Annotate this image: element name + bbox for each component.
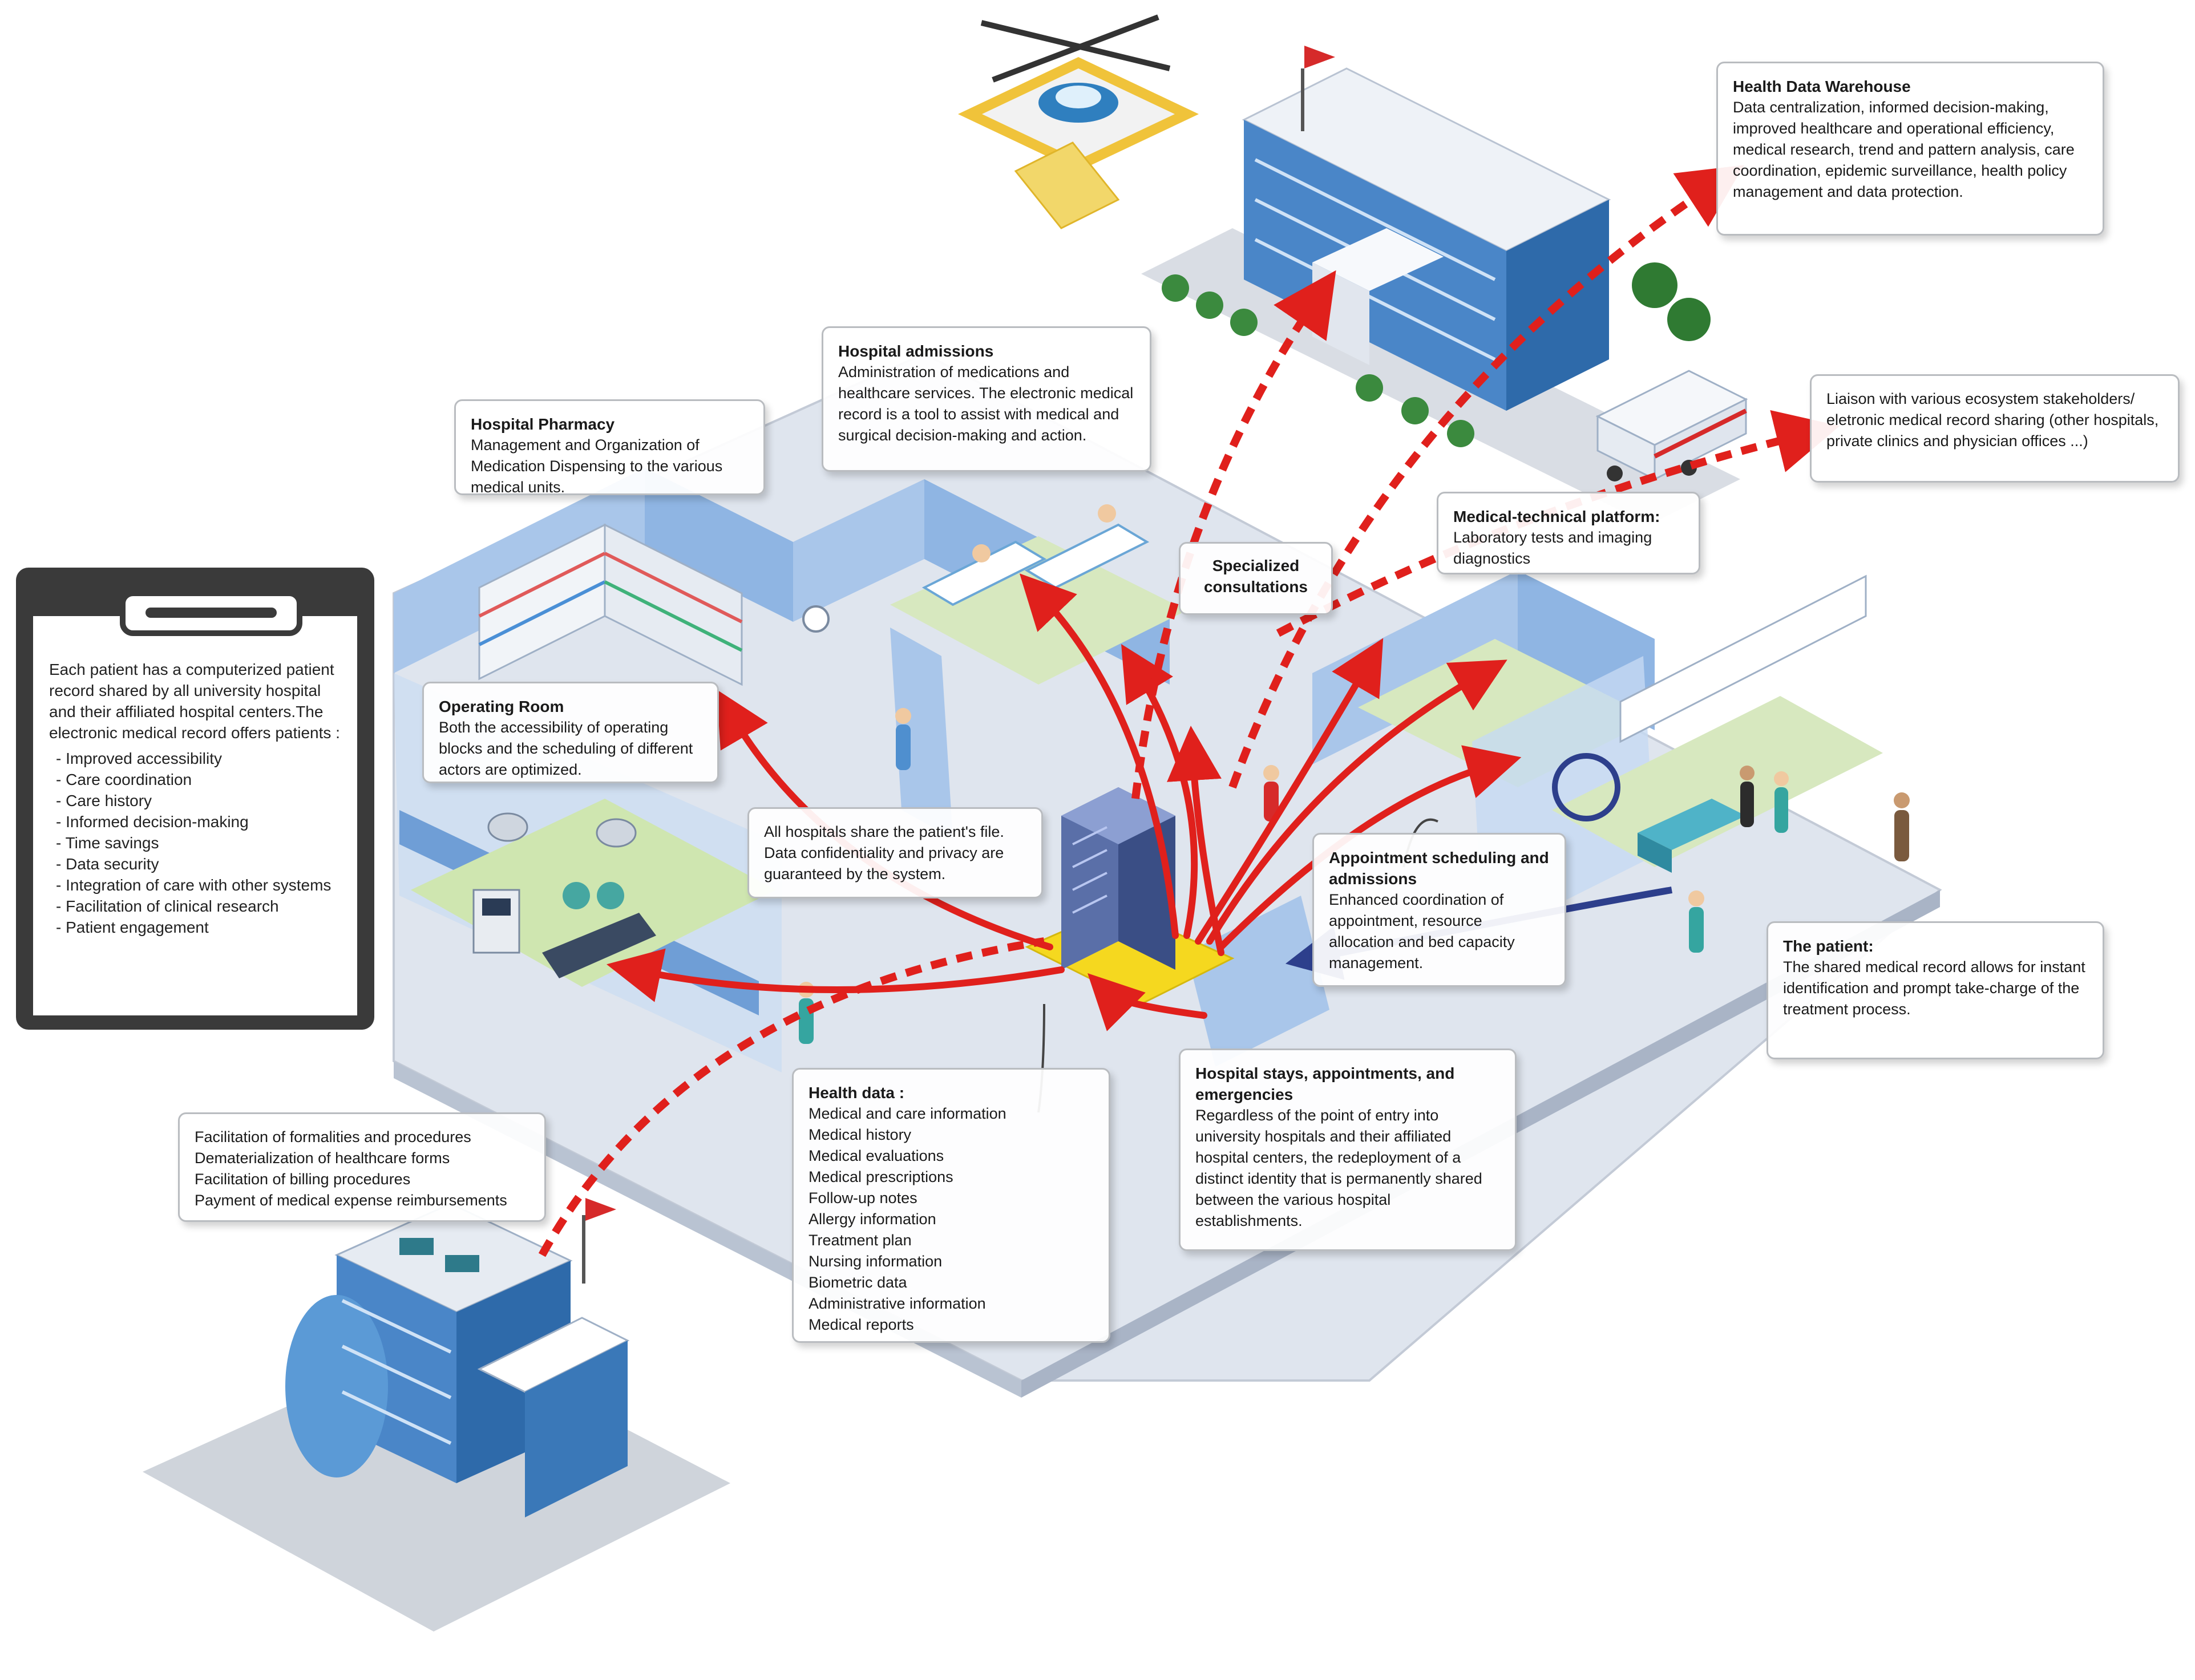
health-data-item: Treatment plan <box>809 1232 912 1249</box>
ambulance <box>1595 370 1748 481</box>
callout-hospital-stays: Hospital stays, appointments, and emerge… <box>1179 1049 1517 1251</box>
callout-title: Medical-technical platform: <box>1453 508 1660 525</box>
admissions-room-beds <box>921 504 1150 606</box>
benefit-item: - Improved accessibility <box>56 750 222 767</box>
dashed-data-arrows <box>538 165 1840 1257</box>
health-data-item: Administrative information <box>809 1295 986 1312</box>
callout-body: Enhanced coordination of appointment, re… <box>1329 891 1515 971</box>
benefit-item: - Care history <box>56 792 152 809</box>
clipboard <box>16 568 374 1030</box>
formalities-item: Payment of medical expense reimbursement… <box>195 1192 507 1209</box>
benefit-item: - Time savings <box>56 834 159 852</box>
callout-body: Laboratory tests and imaging diagnostics <box>1453 529 1652 567</box>
callout-hospital-admissions: Hospital admissions Administration of me… <box>822 326 1151 472</box>
callout-title: Hospital stays, appointments, and emerge… <box>1195 1064 1455 1103</box>
callout-body: Management and Organization of Medicatio… <box>471 436 723 496</box>
callout-title: Health Data Warehouse <box>1733 78 1911 95</box>
callout-health-data-warehouse: Health Data Warehouse Data centralizatio… <box>1716 62 2104 236</box>
callout-body: All hospitals share the patient's file. … <box>764 823 1004 882</box>
formalities-item: Facilitation of billing procedures <box>195 1171 411 1188</box>
clipboard-text: Each patient has a computerized patient … <box>49 659 346 938</box>
health-data-item: Allergy information <box>809 1211 936 1228</box>
callout-body: Data centralization, informed decision-m… <box>1733 99 2075 200</box>
callout-appointment-scheduling: Appointment scheduling and admissions En… <box>1312 833 1566 987</box>
health-data-list: Medical and care information Medical his… <box>809 1103 1094 1335</box>
formalities-item: Dematerialization of healthcare forms <box>195 1149 450 1167</box>
callout-body: Both the accessibility of operating bloc… <box>439 719 693 778</box>
callout-title: Hospital admissions <box>838 342 994 360</box>
benefit-item: - Care coordination <box>56 771 192 788</box>
clipboard-benefits: - Improved accessibility - Care coordina… <box>49 748 346 938</box>
callout-liaison: Liaison with various ecosystem stakehold… <box>1810 374 2180 483</box>
health-data-item: Biometric data <box>809 1274 907 1291</box>
callout-specialized-consultations: Specialized consultations <box>1179 542 1333 615</box>
health-data-item: Medical evaluations <box>809 1147 944 1164</box>
satellite-hospital <box>143 1198 730 1632</box>
benefit-item: - Patient engagement <box>56 918 209 936</box>
callout-title: Hospital Pharmacy <box>471 415 615 433</box>
callout-title: Appointment scheduling and admissions <box>1329 849 1549 888</box>
staff-figures <box>798 708 1910 1044</box>
callout-title: The patient: <box>1783 937 1874 955</box>
health-data-item: Medical prescriptions <box>809 1168 953 1185</box>
callout-title: Operating Room <box>439 698 564 715</box>
callout-body: Administration of medications and health… <box>838 363 1134 444</box>
benefit-item: - Informed decision-making <box>56 813 249 831</box>
callout-health-data: Health data : Medical and care informati… <box>792 1068 1110 1343</box>
operating-room-equipment <box>472 812 656 978</box>
callout-formalities: Facilitation of formalities and procedur… <box>178 1112 546 1222</box>
clipboard-intro: Each patient has a computerized patient … <box>49 661 340 742</box>
formalities-item: Facilitation of formalities and procedur… <box>195 1128 471 1145</box>
callout-hospital-pharmacy: Hospital Pharmacy Management and Organiz… <box>454 399 765 496</box>
callout-medical-technical-platform: Medical-technical platform: Laboratory t… <box>1437 492 1700 574</box>
callout-shared-patient-file: All hospitals share the patient's file. … <box>747 807 1043 898</box>
benefit-item: - Data security <box>56 855 159 873</box>
callout-operating-room: Operating Room Both the accessibility of… <box>422 682 719 783</box>
benefit-item: - Facilitation of clinical research <box>56 897 279 915</box>
callout-body: Liaison with various ecosystem stakehold… <box>1826 390 2159 450</box>
health-data-item: Nursing information <box>809 1253 943 1270</box>
server-rack <box>1025 787 1235 1005</box>
helipad <box>957 14 1199 229</box>
health-data-item: Follow-up notes <box>809 1189 917 1207</box>
benefit-item: - Integration of care with other systems <box>56 876 332 894</box>
health-data-item: Medical reports <box>809 1316 914 1333</box>
callout-title: Health data : <box>809 1084 905 1102</box>
pharmacy-shelves <box>478 523 830 686</box>
callout-title: Specialized consultations <box>1203 557 1308 596</box>
reception-desk <box>1552 574 1867 873</box>
callout-body: The shared medical record allows for ins… <box>1783 958 2085 1018</box>
callout-the-patient: The patient: The shared medical record a… <box>1766 921 2104 1059</box>
health-data-item: Medical history <box>809 1126 912 1143</box>
formalities-list: Facilitation of formalities and procedur… <box>195 1127 529 1211</box>
callout-body: Regardless of the point of entry into un… <box>1195 1107 1482 1229</box>
health-data-item: Medical and care information <box>809 1105 1006 1122</box>
